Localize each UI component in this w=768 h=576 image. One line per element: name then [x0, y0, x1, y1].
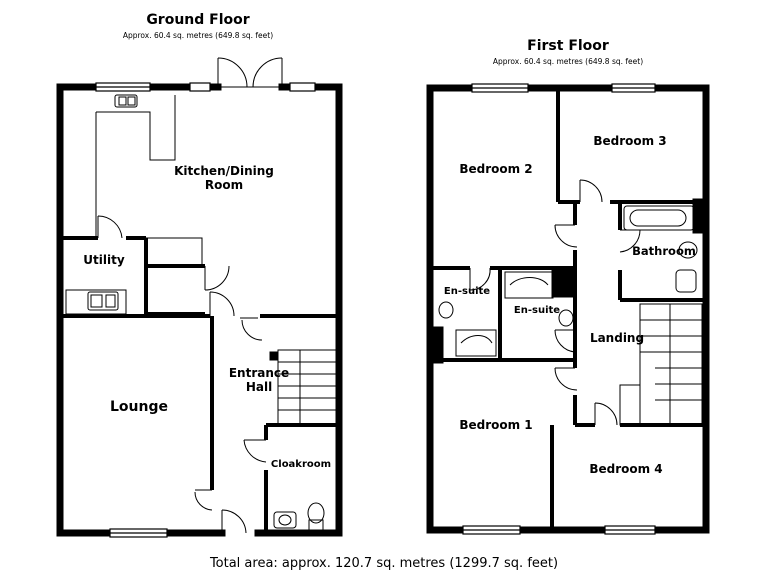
room-label-ensuite-2: En-suite — [514, 305, 560, 316]
first-floor-area: Approx. 60.4 sq. metres (649.8 sq. feet) — [492, 57, 644, 66]
room-label-cloakroom: Cloakroom — [271, 459, 331, 470]
room-label-utility: Utility — [83, 253, 125, 267]
room-label-bathroom: Bathroom — [632, 244, 696, 258]
first-floor-plan — [426, 83, 710, 535]
room-label-ensuite-1: En-suite — [444, 286, 490, 297]
room-label-bedroom-1: Bedroom 1 — [459, 418, 532, 432]
ground-floor-plan — [56, 57, 343, 538]
room-label-kitchen: Kitchen/Dining — [174, 164, 274, 178]
ground-floor-title: Ground Floor — [146, 12, 250, 28]
room-label-bedroom-2: Bedroom 2 — [459, 162, 532, 176]
room-label-landing: Landing — [590, 331, 644, 345]
room-label-bedroom-3: Bedroom 3 — [593, 134, 666, 148]
ground-floor-area: Approx. 60.4 sq. metres (649.8 sq. feet) — [122, 31, 274, 40]
room-label-bedroom-4: Bedroom 4 — [589, 462, 662, 476]
room-label-entrance-hall: Entrance — [229, 366, 289, 380]
room-label-lounge: Lounge — [110, 399, 168, 415]
room-label-kitchen-2: Room — [205, 178, 243, 192]
first-floor-title: First Floor — [527, 38, 609, 54]
total-area: Total area: approx. 120.7 sq. metres (12… — [209, 556, 559, 571]
room-label-entrance-hall-2: Hall — [246, 380, 272, 394]
